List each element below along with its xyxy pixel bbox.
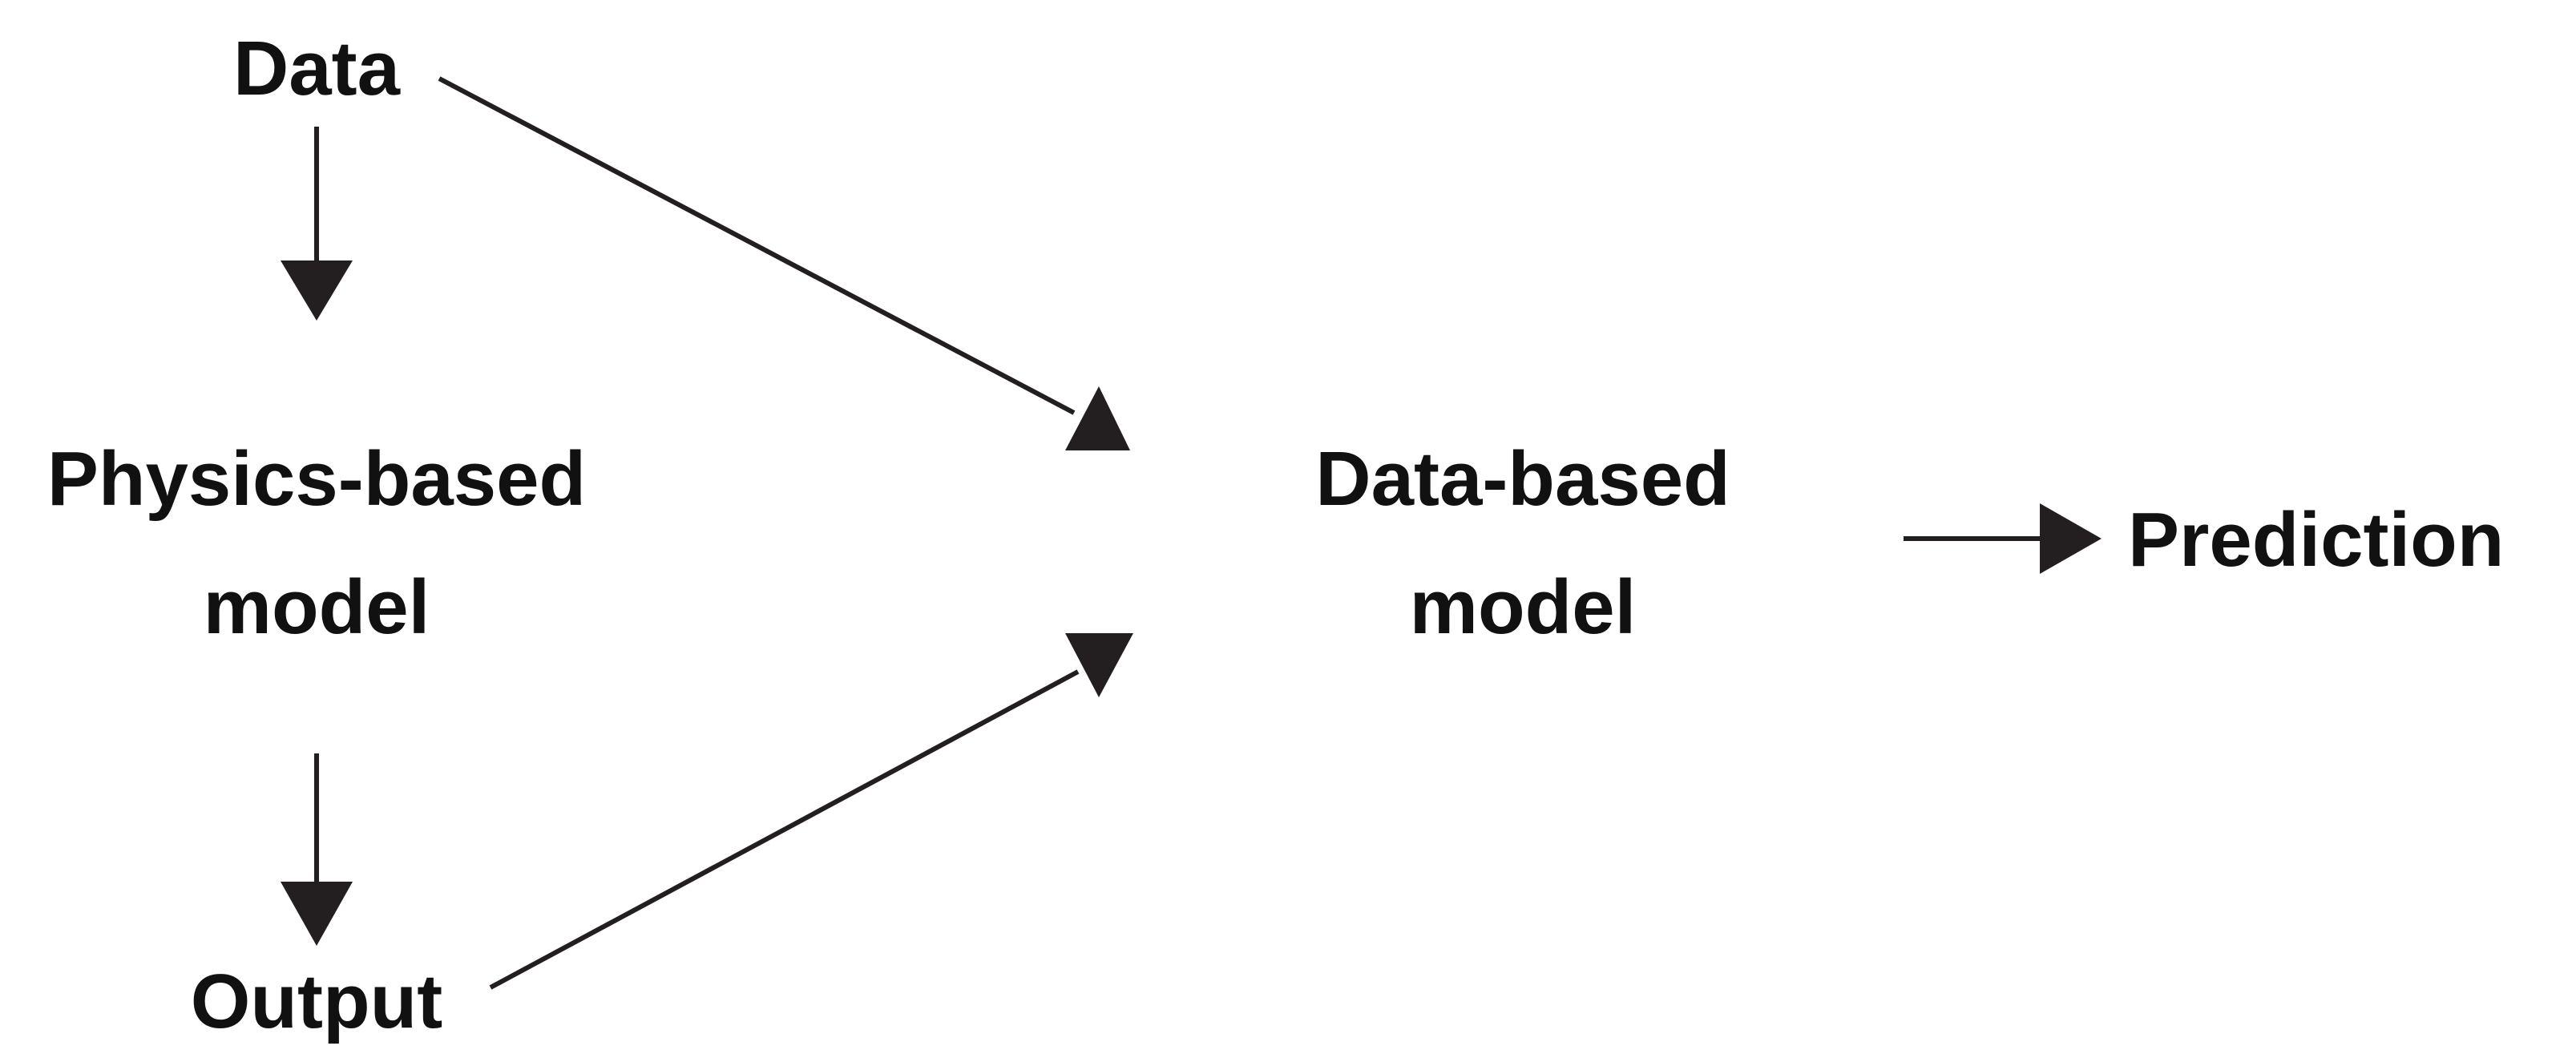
arrowhead-icon	[1065, 386, 1130, 450]
data-node-label: Data	[233, 26, 401, 111]
arrowhead-icon	[281, 260, 353, 321]
physics-model-node-label-line1: Physics-based	[47, 436, 586, 522]
arrow-output-to-data-model	[489, 633, 1133, 990]
arrowhead-icon	[1065, 633, 1133, 697]
arrow-shaft	[438, 76, 1076, 415]
arrow-data-to-data-model	[438, 76, 1130, 450]
arrow-physics-model-to-output	[281, 753, 353, 946]
arrowhead-icon	[281, 882, 353, 946]
data-model-node-label-line1: Data-based	[1315, 436, 1730, 522]
prediction-node-label: Prediction	[2128, 497, 2504, 583]
arrow-shaft	[489, 669, 1080, 990]
arrow-data-model-to-prediction	[1904, 503, 2102, 574]
arrowhead-icon	[2040, 503, 2102, 574]
arrow-data-to-physics-model	[281, 127, 353, 321]
data-model-node-label-line2: model	[1410, 564, 1637, 650]
output-node-label: Output	[191, 959, 443, 1044]
physics-model-node-label-line2: model	[204, 564, 430, 650]
